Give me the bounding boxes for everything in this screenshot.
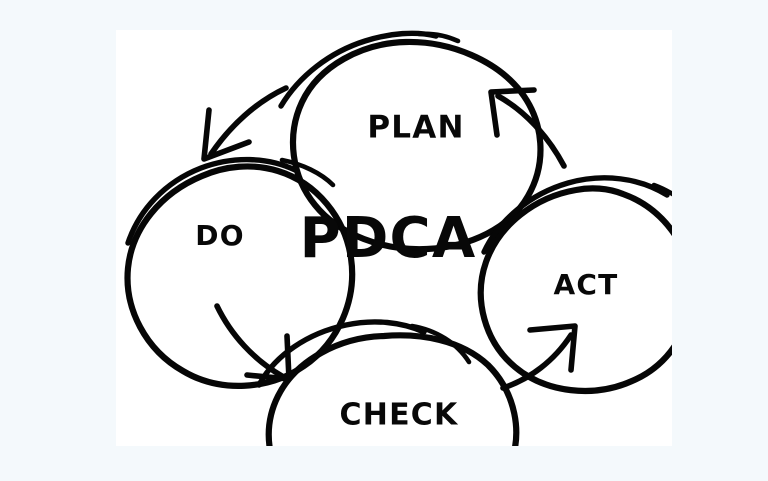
pdca-cycle-diagram: PLAN DO CHECK ACT bbox=[124, 30, 672, 446]
arrow-check-to-act bbox=[500, 323, 578, 391]
arrow-plan-to-do-head bbox=[201, 107, 252, 162]
pdca-diagram-panel: PLAN DO CHECK ACT bbox=[116, 30, 672, 446]
arrow-do-to-check-head bbox=[244, 333, 292, 382]
plan-circle-sketch-overstroke bbox=[278, 30, 439, 109]
do-label: DO bbox=[195, 219, 244, 252]
arrow-act-to-plan bbox=[488, 87, 567, 169]
node-check[interactable]: CHECK bbox=[256, 319, 520, 446]
arrow-plan-to-do-shaft bbox=[208, 85, 289, 157]
check-label: CHECK bbox=[340, 398, 459, 433]
arrow-check-to-act-shaft bbox=[500, 332, 574, 391]
plan-label: PLAN bbox=[367, 110, 464, 146]
do-circle-sketch-overstroke bbox=[125, 156, 298, 246]
check-circle-sketch-tail bbox=[409, 323, 472, 365]
act-circle-sketch-overstroke bbox=[481, 175, 670, 255]
arrow-do-to-check bbox=[214, 303, 292, 382]
arrow-act-to-plan-head bbox=[488, 87, 537, 138]
check-circle-sketch-overstroke bbox=[256, 319, 427, 388]
act-circle-sketch-tail bbox=[651, 182, 672, 197]
arrow-plan-to-do bbox=[201, 85, 289, 162]
node-act[interactable]: ACT bbox=[477, 175, 672, 394]
check-circle-outline bbox=[265, 332, 520, 446]
arrow-act-to-plan-shaft bbox=[495, 93, 567, 169]
plan-circle-sketch-tail bbox=[416, 31, 461, 44]
arrow-check-to-act-head bbox=[527, 323, 578, 373]
act-circle-outline bbox=[477, 185, 672, 394]
center-label-pdca: PDCA bbox=[300, 206, 477, 271]
act-label: ACT bbox=[554, 268, 619, 301]
arrow-do-to-check-shaft bbox=[214, 303, 285, 379]
do-circle-sketch-tail bbox=[279, 157, 336, 188]
